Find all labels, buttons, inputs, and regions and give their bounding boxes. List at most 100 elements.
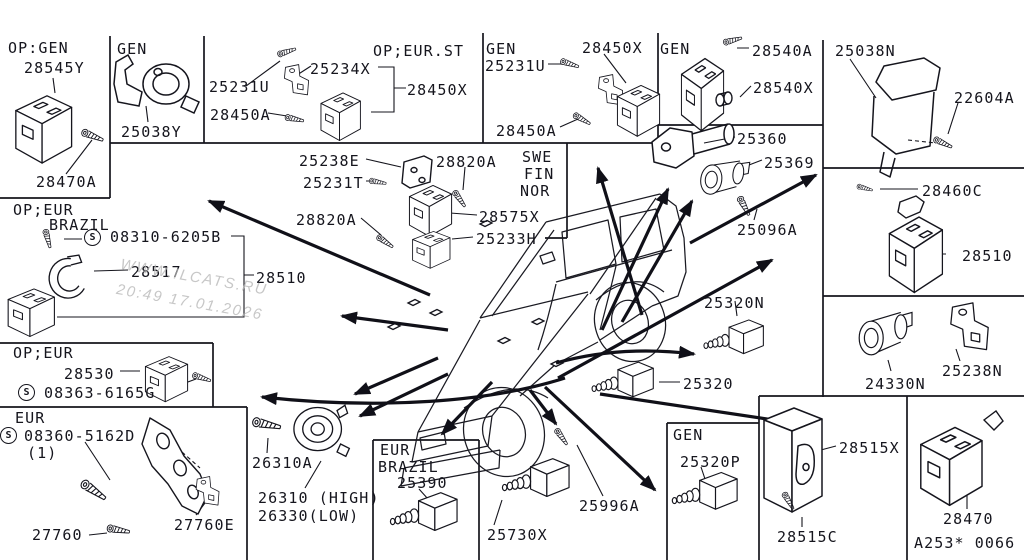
connector-markers — [386, 219, 565, 368]
section-label-gen-d: GEN — [486, 40, 517, 58]
part-label-22604a: 22604A — [954, 89, 1015, 107]
standard-part-s-icon: S — [84, 229, 101, 246]
clamp-28517-drawing — [48, 254, 85, 299]
screw-25231t-drawing — [368, 177, 387, 187]
screw-25996a-drawing — [553, 426, 570, 447]
part-label-24330n: 24330N — [865, 375, 926, 393]
screw-25231u-c-drawing — [276, 45, 297, 58]
pointer-arrows — [207, 166, 818, 492]
screw-28820a-top-drawing — [451, 188, 468, 209]
screw-22604a-drawing — [932, 135, 954, 151]
screw-28540a-drawing — [722, 34, 743, 47]
market-label-nor: NOR — [520, 182, 551, 200]
part-label-28540a: 28540A — [752, 42, 813, 60]
switch-25730x-drawing — [501, 458, 570, 497]
section-label-eur-brazil-1: EUR — [380, 441, 411, 459]
part-label-25038y: 25038Y — [121, 123, 182, 141]
part-label-28575x: 28575X — [479, 208, 540, 226]
screw-28470a-drawing — [80, 127, 105, 144]
part-label-25996a: 25996A — [579, 497, 640, 515]
switch-25320-drawing — [591, 361, 654, 398]
cylinder-24330n-drawing — [858, 311, 913, 356]
section-label-op-eur-2: OP;EUR — [13, 344, 74, 362]
screw-28460c-drawing — [856, 183, 874, 193]
part-label-28450a-c: 28450A — [210, 106, 271, 124]
standard-part-s-icon: S — [0, 427, 17, 444]
switch-28515x-drawing — [763, 407, 823, 513]
part-label-25233h: 25233H — [476, 230, 537, 248]
part-label-26310a: 26310A — [252, 454, 313, 472]
relay-28510-g-drawing — [888, 216, 944, 294]
part-label-28450x-c: 28450X — [407, 81, 468, 99]
part-label-28530: 28530 — [64, 365, 115, 383]
part-label-08363-6165g: 08363-6165G — [44, 384, 156, 402]
part-label-26330-low: 26330(LOW) — [258, 507, 360, 525]
section-label-eur: EUR — [15, 409, 46, 427]
relay-28470-drawing — [920, 426, 983, 507]
part-label-25038n: 25038N — [835, 42, 896, 60]
bolt-27760-drawing — [106, 523, 131, 536]
cylinder-25369-drawing — [698, 155, 751, 200]
switch-25320p-drawing — [671, 471, 738, 510]
sensor-25038y-drawing — [113, 53, 200, 114]
relay-28545y-drawing — [15, 95, 73, 164]
part-label-25320p: 25320P — [680, 453, 741, 471]
part-label-28510-g: 28510 — [962, 247, 1013, 265]
leader-lines — [52, 47, 968, 536]
part-label-25390: 25390 — [397, 474, 448, 492]
bracket-25238n-drawing — [950, 302, 989, 351]
part-label-25234x: 25234X — [310, 60, 371, 78]
section-label-gen-e: GEN — [660, 40, 691, 58]
market-label-swe: SWE — [522, 148, 553, 166]
plate-25238e-drawing — [401, 155, 433, 189]
horn-26310-drawing — [293, 404, 351, 457]
screw-08363-drawing — [191, 371, 212, 384]
bolt-26310a-drawing — [251, 416, 282, 433]
section-label-gen-b: GEN — [117, 40, 148, 58]
engine-bracket-eur-drawing — [141, 417, 209, 515]
section-label-op-gen: OP:GEN — [8, 39, 69, 57]
section-label-eur-brazil-2: BRAZIL — [378, 458, 439, 476]
part-label-28450a-d: 28450A — [496, 122, 557, 140]
part-label-25369: 25369 — [764, 154, 815, 172]
standard-part-s-icon: S — [18, 384, 35, 401]
part-label-25320n: 25320N — [704, 294, 765, 312]
detail-28540x-drawing — [715, 91, 733, 107]
part-label-27760: 27760 — [32, 526, 83, 544]
bracket-25360-drawing — [651, 123, 735, 169]
panel-borders — [0, 33, 1024, 560]
part-label-25730x: 25730X — [487, 526, 548, 544]
part-label-28470-br: 28470 — [943, 510, 994, 528]
part-label-28460c: 28460C — [922, 182, 983, 200]
relay-28575x-drawing — [408, 184, 453, 237]
part-label-25320: 25320 — [683, 375, 734, 393]
bolt-08360-drawing — [78, 478, 109, 503]
clip-28470-drawing — [982, 410, 1004, 431]
part-label-28820a-top: 28820A — [436, 153, 497, 171]
part-label-28510-left: 28510 — [256, 269, 307, 287]
part-label-25096a: 25096A — [737, 221, 798, 239]
section-label-op-eur-1: OP;EUR — [13, 201, 74, 219]
relay-25233h-drawing — [412, 230, 451, 269]
part-label-08360-5162d: 08360-5162D — [24, 427, 136, 445]
screw-28450a-c-drawing — [284, 113, 305, 125]
bracket-g-drawing — [897, 195, 925, 219]
part-label-28540x: 28540X — [753, 79, 814, 97]
screw-28450a-d-drawing — [571, 111, 592, 127]
switch-25038n-drawing — [871, 57, 941, 178]
section-label-gen-p: GEN — [673, 426, 704, 444]
section-label-op-eur-st: OP;EUR.ST — [373, 42, 465, 60]
switch-25390-drawing — [389, 492, 458, 531]
market-label-fin: FIN — [524, 165, 555, 183]
part-label-25231t: 25231T — [303, 174, 364, 192]
part-label-28470a: 28470A — [36, 173, 97, 191]
switch-25320n-drawing — [703, 319, 764, 355]
qty-label-1: (1) — [27, 444, 58, 462]
screw-28820a-left-drawing — [375, 233, 395, 250]
part-label-25238n: 25238N — [942, 362, 1003, 380]
diagram-code: A253* 0066 — [914, 534, 1016, 552]
part-label-28545y: 28545Y — [24, 59, 85, 77]
part-label-25231u-c: 25231U — [209, 78, 270, 96]
part-label-28820a-left: 28820A — [296, 211, 357, 229]
